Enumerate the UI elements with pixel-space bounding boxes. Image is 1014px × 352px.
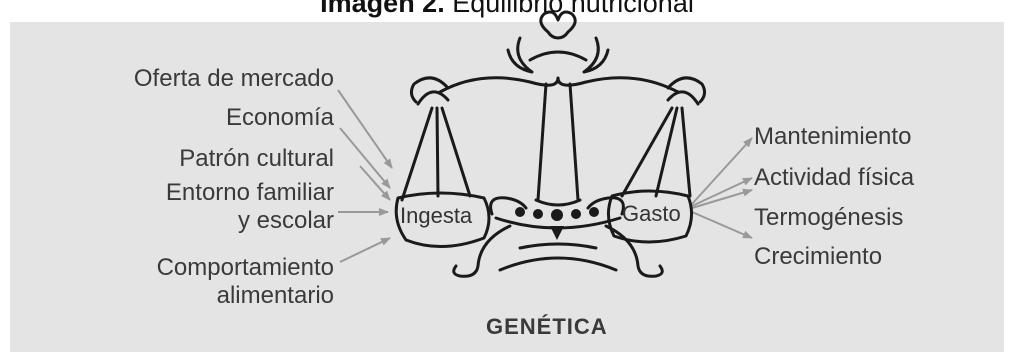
arrow-mantenimiento: [692, 138, 752, 204]
output-crecimiento: Crecimiento: [754, 244, 882, 270]
factor-y-escolar: y escolar: [238, 208, 334, 234]
factor-economia: Economía: [226, 105, 334, 131]
arrow-comportamiento: [340, 238, 390, 262]
balance-scale-icon: [396, 12, 704, 276]
footer-genetica: GENÉTICA: [486, 314, 608, 340]
output-actividad-fisica: Actividad física: [754, 165, 914, 191]
arrow-crecimiento: [692, 212, 752, 238]
pan-label-ingesta: Ingesta: [400, 203, 472, 229]
base-beads: [515, 207, 599, 240]
output-termogenesis: Termogénesis: [754, 205, 903, 231]
factor-alimentario: alimentario: [217, 283, 334, 309]
arrow-economia: [340, 128, 390, 188]
pan-label-gasto: Gasto: [622, 201, 681, 227]
factor-oferta-de-mercado: Oferta de mercado: [134, 66, 334, 92]
output-arrows: [692, 138, 752, 238]
factor-entorno-familiar: Entorno familiar: [166, 180, 334, 206]
factor-patron-cultural: Patrón cultural: [179, 146, 334, 172]
arrow-oferta: [338, 90, 392, 168]
input-arrows: [338, 90, 392, 262]
output-mantenimiento: Mantenimiento: [754, 124, 911, 150]
factor-comportamiento: Comportamiento: [157, 255, 334, 281]
